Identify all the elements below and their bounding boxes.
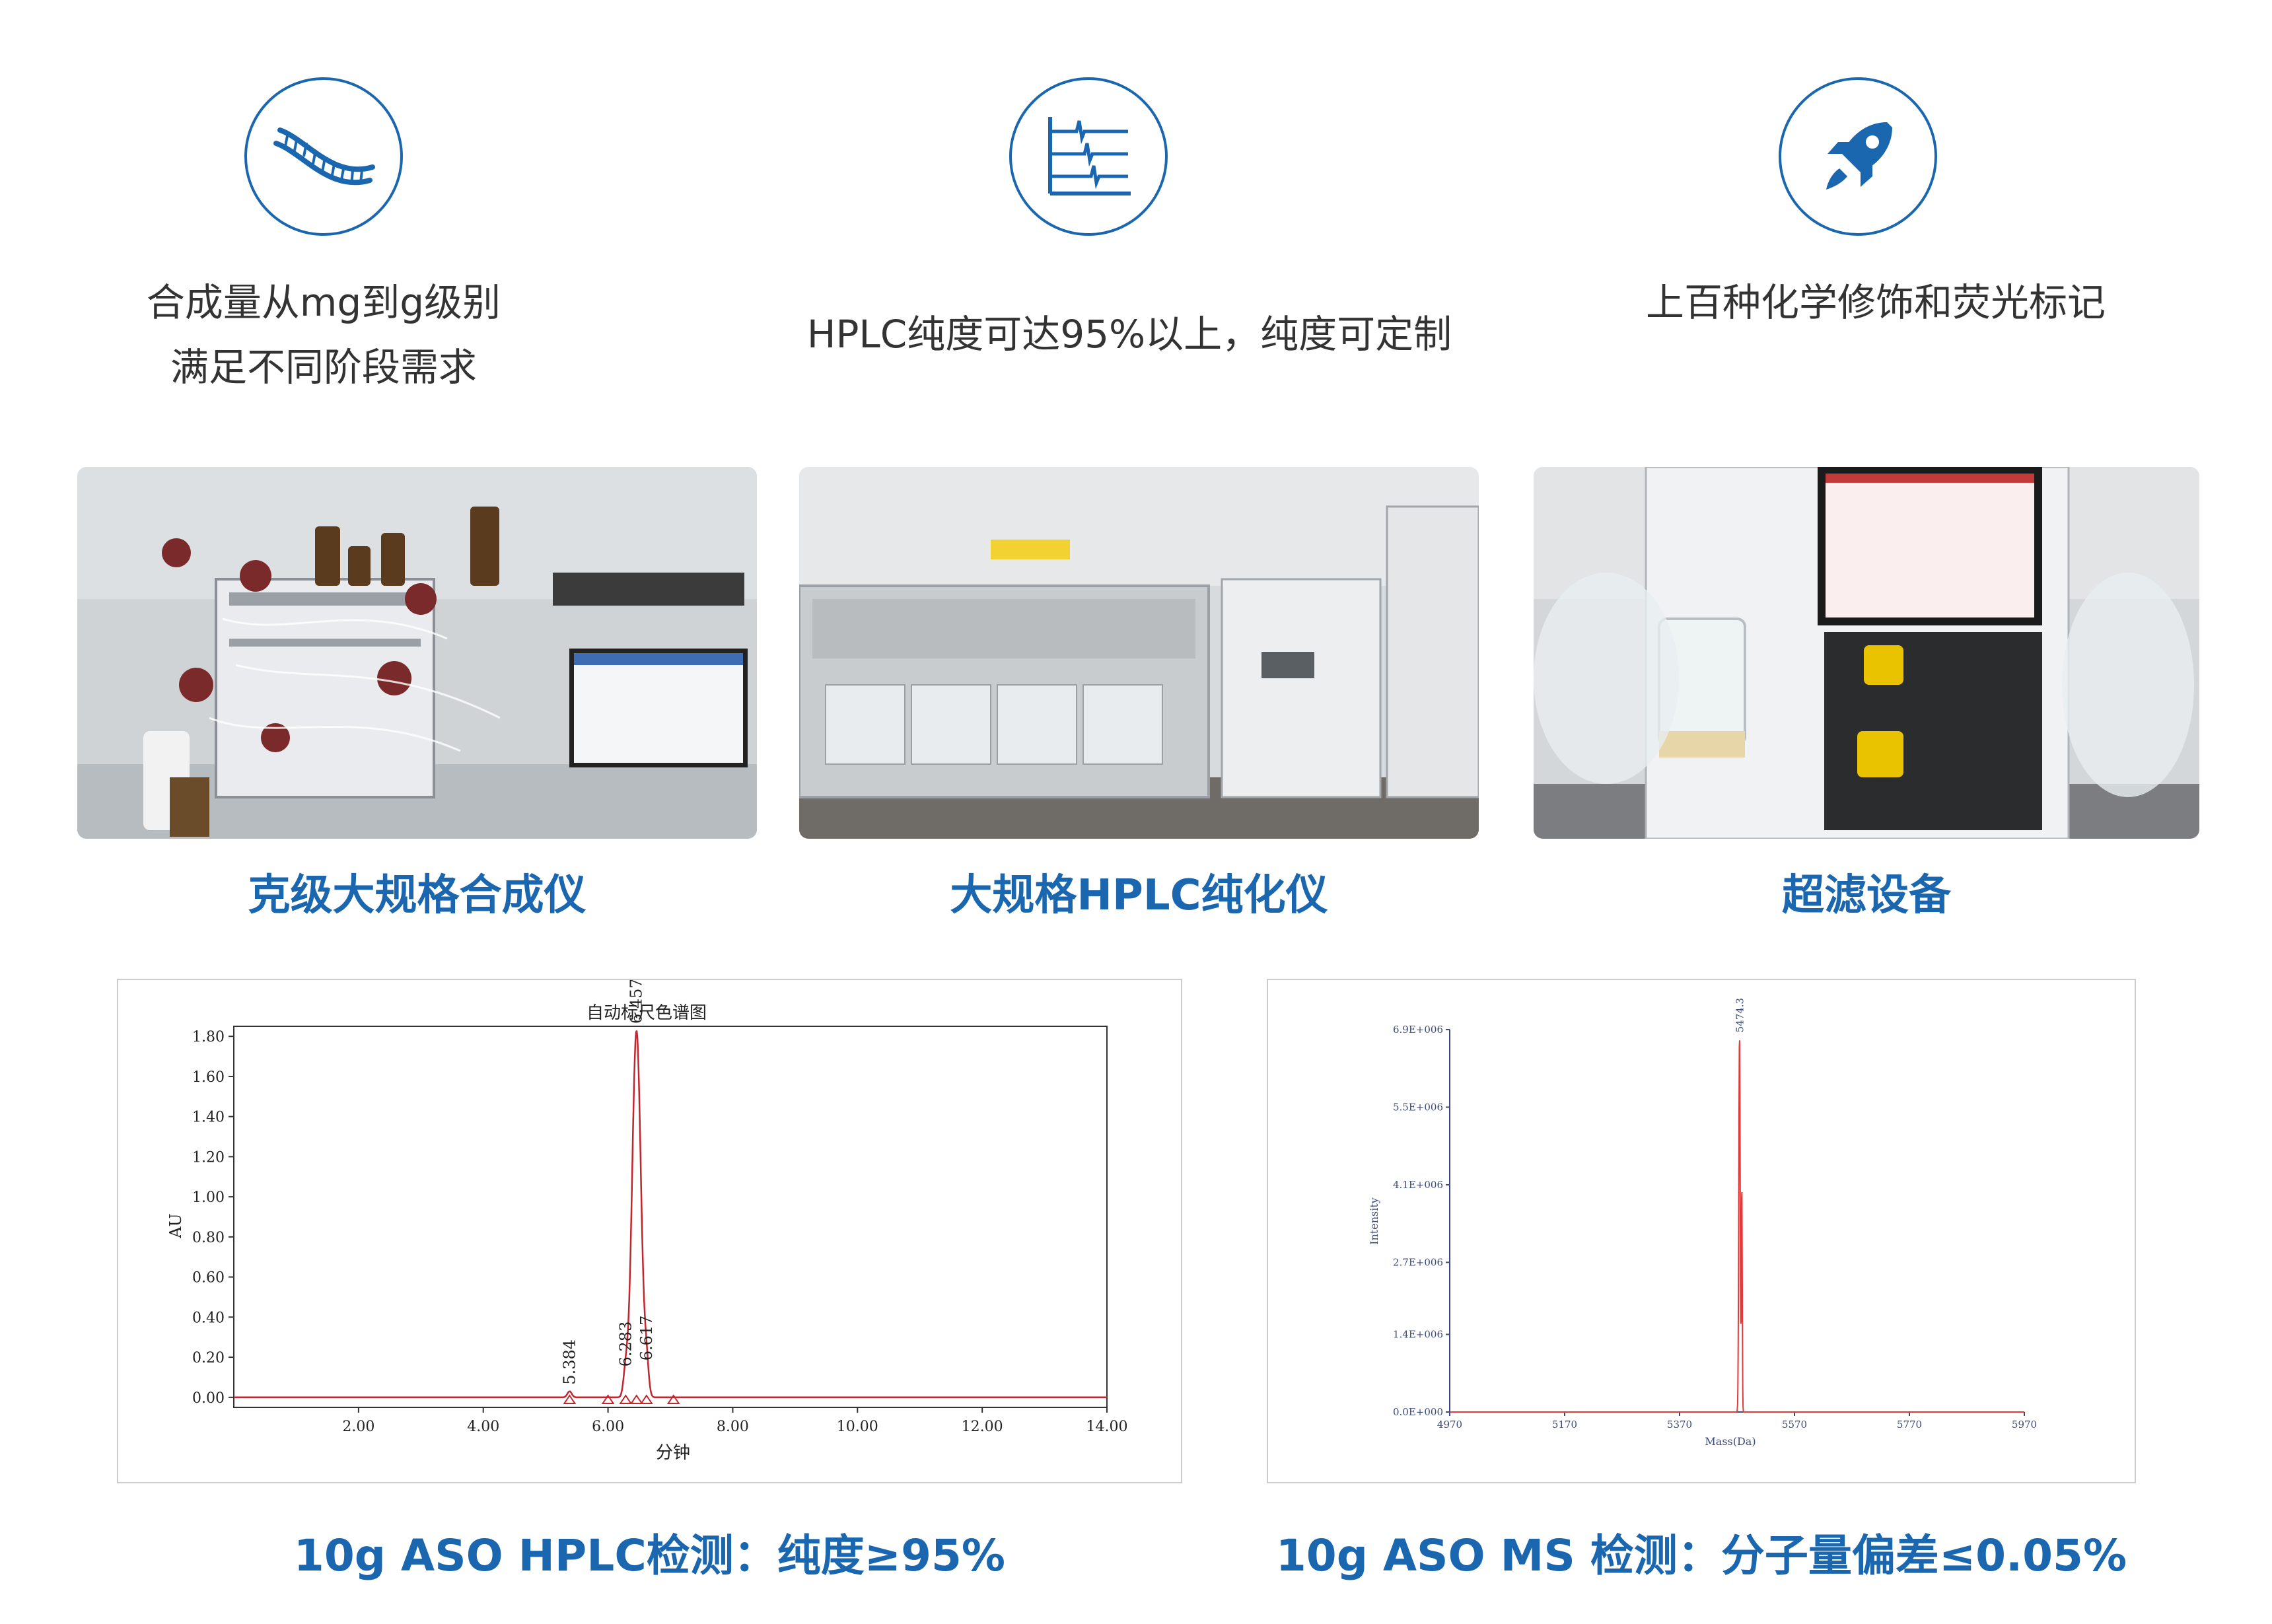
feature-text: 上百种化学修饰和荧光标记 — [1585, 270, 2166, 335]
y-tick-label: 1.80 — [192, 1029, 225, 1045]
hplc-result-caption: 10g ASO HPLC检测：纯度≥95% — [293, 1530, 1006, 1581]
y-tick-label: 0.40 — [192, 1310, 225, 1326]
spectrum-line — [1450, 1040, 2024, 1413]
feature-text: 合成量从mg到g级别 满足不同阶段需求 — [99, 270, 548, 400]
hplc-caption: 大规格HPLC纯化仪 — [950, 871, 1328, 920]
y-axis-label: Intensity — [1368, 1197, 1380, 1245]
integration-marker — [666, 1394, 680, 1404]
chart-title: 自动标尺色谱图 — [586, 1003, 707, 1023]
peak-label: 6.617 — [637, 1316, 656, 1361]
y-tick-label: 1.60 — [192, 1069, 225, 1086]
feature-line: HPLC纯度可达95%以上，纯度可定制 — [806, 312, 1452, 357]
ultrafiltration-caption: 超滤设备 — [1782, 871, 1951, 920]
feature-text: HPLC纯度可达95%以上，纯度可定制 — [727, 302, 1532, 367]
y-tick-label: 1.20 — [192, 1149, 225, 1166]
y-tick-label: 1.4E+006 — [1393, 1329, 1443, 1341]
x-tick-label: 5770 — [1897, 1419, 1922, 1430]
peak-label: 6.283 — [616, 1322, 635, 1367]
x-tick-label: 14.00 — [1086, 1419, 1128, 1435]
rocket-icon — [1779, 77, 1937, 236]
ms-chart: Intensity Mass(Da) 0.0E+000 1.4E+006 2.7E+… — [1267, 979, 2136, 1483]
x-tick-label: 4970 — [1437, 1419, 1462, 1430]
x-tick-label: 4.00 — [467, 1419, 499, 1435]
feature-line: 合成量从mg到g级别 — [146, 280, 501, 325]
y-tick-label: 6.9E+006 — [1393, 1024, 1443, 1036]
peak-marker — [563, 1394, 577, 1404]
x-tick-label: 2.00 — [342, 1419, 374, 1435]
dna-strand-icon — [244, 77, 403, 236]
peak-label: 5474.3 — [1734, 998, 1746, 1033]
y-tick-label: 5.5E+006 — [1393, 1101, 1443, 1113]
y-tick-label: 0.60 — [192, 1270, 225, 1287]
peak-marker — [629, 1394, 643, 1404]
x-tick-label: 5970 — [2012, 1419, 2037, 1430]
chromatogram-icon — [1009, 77, 1168, 236]
hplc-chart: 自动标尺色谱图 AU 分钟 0.00 0.20 0.40 0.60 0.80 1.00 1.… — [117, 979, 1182, 1483]
hplc-photo — [799, 467, 1479, 839]
peak-label: 5.384 — [560, 1339, 579, 1385]
y-tick-label: 2.7E+006 — [1393, 1256, 1443, 1268]
x-axis-label: Mass(Da) — [1705, 1435, 1756, 1448]
feature-line: 上百种化学修饰和荧光标记 — [1645, 280, 2106, 325]
ms-result-caption: 10g ASO MS 检测：分子量偏差≤0.05% — [1275, 1530, 2127, 1581]
peak-label: 6.457 — [627, 980, 646, 1024]
synthesizer-photo — [77, 467, 757, 839]
x-tick-label: 5370 — [1667, 1419, 1692, 1430]
x-tick-label: 10.00 — [837, 1419, 878, 1435]
y-tick-label: 1.00 — [192, 1189, 225, 1206]
x-tick-label: 6.00 — [592, 1419, 624, 1435]
synthesizer-caption: 克级大规格合成仪 — [248, 871, 586, 920]
y-tick-label: 0.00 — [192, 1390, 225, 1407]
x-tick-label: 5570 — [1782, 1419, 1807, 1430]
chromatogram-line — [234, 1030, 1107, 1399]
x-axis-label: 分钟 — [656, 1443, 690, 1463]
y-axis-label: AU — [166, 1213, 185, 1239]
y-tick-label: 0.20 — [192, 1350, 225, 1366]
x-tick-label: 12.00 — [962, 1419, 1003, 1435]
y-tick-label: 0.0E+000 — [1393, 1406, 1443, 1418]
integration-marker — [601, 1394, 615, 1404]
peak-marker — [619, 1394, 633, 1404]
peak-marker — [639, 1394, 653, 1404]
y-tick-label: 4.1E+006 — [1393, 1179, 1443, 1191]
feature-line: 满足不同阶段需求 — [170, 345, 477, 390]
x-tick-label: 8.00 — [717, 1419, 749, 1435]
ultrafiltration-photo — [1534, 467, 2199, 839]
y-tick-label: 0.80 — [192, 1230, 225, 1246]
plot-frame — [233, 1026, 1108, 1408]
y-tick-label: 1.40 — [192, 1110, 225, 1126]
x-tick-label: 5170 — [1552, 1419, 1577, 1430]
